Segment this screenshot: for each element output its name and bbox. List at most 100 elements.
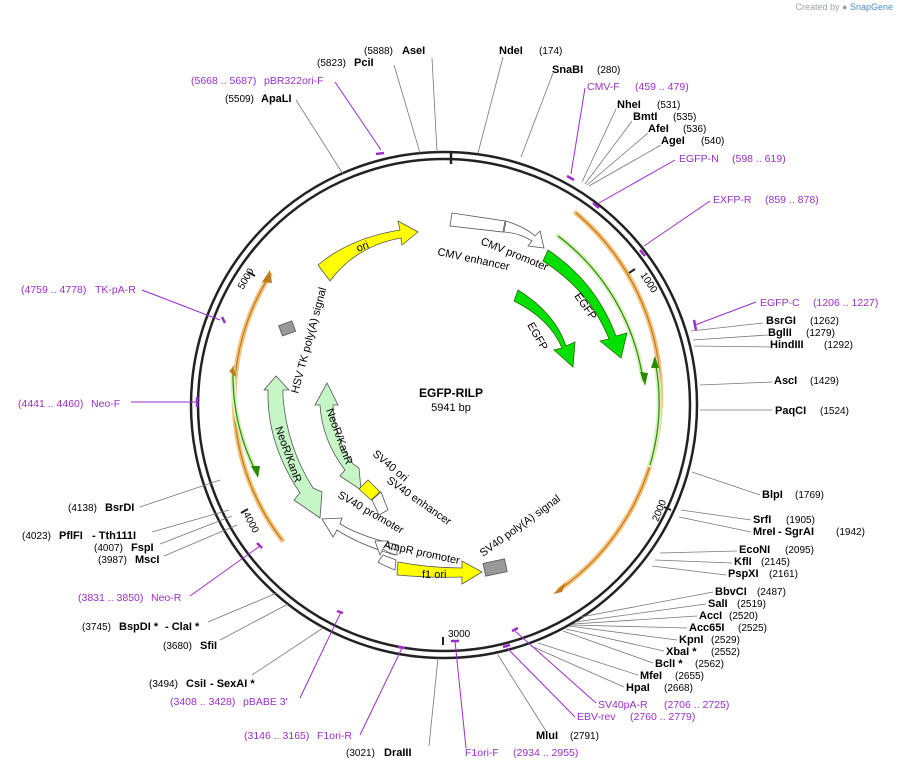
primer-leader-egfp-n [598, 159, 676, 204]
feature-cmv-enhancer[interactable] [449, 212, 506, 233]
feature-ampr-promoter[interactable] [374, 540, 398, 557]
enzyme-leaders [139, 56, 773, 747]
primer-pbabe3[interactable]: pBABE 3' [243, 696, 288, 708]
feature-neo-outer[interactable] [263, 375, 323, 519]
primer-mark-pbr322ori-f [375, 151, 385, 156]
enzyme-blpi[interactable]: BlpI [762, 489, 783, 501]
primer-cmv-f[interactable]: CMV-F [587, 81, 620, 93]
enzyme-ndei[interactable]: NdeI [499, 45, 523, 57]
primer-leader-egfp-c [694, 301, 757, 326]
enzyme-bsrdi[interactable]: BsrDI [105, 502, 134, 514]
primer-sv40pa-r[interactable]: SV40pA-R [598, 699, 648, 711]
enzyme-hindiii[interactable]: HindIII [770, 339, 804, 351]
leader-acc65i [570, 624, 688, 629]
enzyme-bsrgi[interactable]: BsrGI [766, 315, 796, 327]
enzyme-paqci-pos: (1524) [820, 406, 849, 417]
primer-leader-exfp-r [643, 200, 711, 247]
feature-sv40-enhancer[interactable] [371, 491, 389, 516]
primer-exfp-r[interactable]: EXFP-R [713, 194, 752, 206]
tick-label-1000: 1000 [638, 271, 660, 296]
credit-brand[interactable]: SnapGene [849, 2, 893, 12]
feature-cmv-promoter[interactable] [503, 220, 545, 249]
enzyme-nhei-pos: (531) [657, 100, 680, 111]
enzyme-draiii[interactable]: DraIII [384, 747, 412, 759]
enzyme-agei[interactable]: AgeI [661, 135, 685, 147]
enzyme-mrei-extra[interactable]: - SgrAI [778, 526, 814, 538]
orf-2-line [649, 359, 660, 466]
enzyme-mfei[interactable]: MfeI [640, 670, 662, 682]
enzyme-sfii[interactable]: SfiI [200, 640, 217, 652]
enzyme-hpai-pos: (2668) [664, 683, 693, 694]
enzyme-msci[interactable]: MscI [135, 554, 159, 566]
feature-f1-ori[interactable] [396, 560, 483, 585]
enzyme-afei[interactable]: AfeI [648, 123, 669, 135]
enzyme-mlui-pos: (2791) [570, 731, 599, 742]
enzyme-csii-extra[interactable]: - SexAI * [210, 678, 255, 690]
orf-arcs [229, 210, 664, 594]
enzyme-mlui[interactable]: MluI [536, 730, 558, 742]
enzyme-asci[interactable]: AscI [774, 375, 797, 387]
orf-egfp-rilp-outline[interactable] [556, 210, 664, 593]
primer-f1ori-f[interactable]: F1ori-F [465, 747, 499, 759]
enzyme-afei-pos: (536) [683, 124, 706, 135]
enzyme-paqci[interactable]: PaqCI [775, 405, 806, 417]
enzyme-acci[interactable]: AccI [699, 610, 722, 622]
primer-neo-f-range: (4441 .. 4460) [18, 398, 83, 410]
enzyme-pflfi[interactable]: PflFI [59, 530, 83, 542]
enzyme-pcii[interactable]: PciI [354, 57, 374, 69]
enzyme-nhei[interactable]: NheI [617, 99, 641, 111]
enzyme-hpai[interactable]: HpaI [626, 682, 650, 694]
feature-egfp-outer[interactable] [542, 249, 628, 359]
enzyme-acc65i[interactable]: Acc65I [689, 622, 724, 634]
leader-pcii [393, 64, 421, 154]
primer-egfp-n[interactable]: EGFP-N [679, 153, 719, 165]
enzyme-snabi[interactable]: SnaBI [552, 64, 583, 76]
leader-draiii [428, 657, 439, 747]
enzyme-bspdi-extra[interactable]: - ClaI * [165, 621, 200, 633]
feature-ori[interactable] [317, 220, 419, 282]
enzyme-csii[interactable]: CsiI [186, 678, 206, 690]
enzyme-bsrdi-pos: (4138) [68, 503, 97, 514]
enzyme-bbvci[interactable]: BbvCI [715, 586, 747, 598]
enzyme-xbai[interactable]: XbaI * [666, 646, 697, 658]
leader-bglii [692, 334, 769, 341]
primer-sv40pa-r-range: (2706 .. 2725) [664, 699, 729, 711]
primer-f1ori-r[interactable]: F1ori-R [317, 730, 352, 742]
snapgene-credit: Created by ● SnapGene [795, 2, 893, 12]
feature-sv40-polya[interactable] [482, 558, 508, 577]
enzyme-kfli[interactable]: KflI [734, 556, 752, 568]
enzyme-sali[interactable]: SalI [708, 598, 728, 610]
enzyme-fspi[interactable]: FspI [131, 542, 154, 554]
enzyme-mrei[interactable]: MreI [753, 526, 776, 538]
enzyme-asei[interactable]: AseI [402, 45, 425, 57]
enzyme-apali[interactable]: ApaLI [261, 93, 292, 105]
enzyme-bcli[interactable]: BclI * [655, 658, 683, 670]
primer-leader-f1ori-f [454, 640, 467, 749]
primer-neo-r[interactable]: Neo-R [151, 592, 182, 604]
enzyme-econi[interactable]: EcoNI [739, 544, 770, 556]
enzyme-bmti[interactable]: BmtI [633, 111, 657, 123]
leader-acci [572, 615, 698, 625]
enzyme-bspdi[interactable]: BspDI * [119, 621, 159, 633]
primer-tk-pa-r[interactable]: TK-pA-R [95, 284, 136, 296]
orf-neo-arrowhead [251, 466, 260, 478]
enzyme-pflfi-extra[interactable]: - Tth111I [92, 530, 136, 542]
enzyme-mrei-pos: (1942) [836, 527, 865, 538]
enzyme-pspxi[interactable]: PspXI [728, 568, 759, 580]
feature-neo-inner[interactable] [314, 382, 362, 491]
primer-pbr322ori-f[interactable]: pBR322ori-F [264, 75, 324, 87]
orf-2-arrowhead [651, 356, 659, 368]
enzyme-draiii-pos: (3021) [346, 748, 375, 759]
primer-egfp-c[interactable]: EGFP-C [760, 297, 800, 309]
enzyme-bglii[interactable]: BglII [768, 327, 792, 339]
feature-sv40-ori[interactable] [358, 479, 381, 501]
feature-egfp-inner[interactable] [513, 289, 576, 368]
primer-mark-egfp-c [692, 319, 698, 331]
primer-neo-f[interactable]: Neo-F [91, 398, 120, 410]
enzyme-srfi[interactable]: SrfI [753, 514, 771, 526]
snapgene-logo-icon: ● [842, 2, 848, 12]
primer-ebv-rev[interactable]: EBV-rev [577, 711, 616, 723]
feature-hsv-tk-polya[interactable] [278, 320, 297, 337]
enzyme-kpni[interactable]: KpnI [679, 634, 703, 646]
